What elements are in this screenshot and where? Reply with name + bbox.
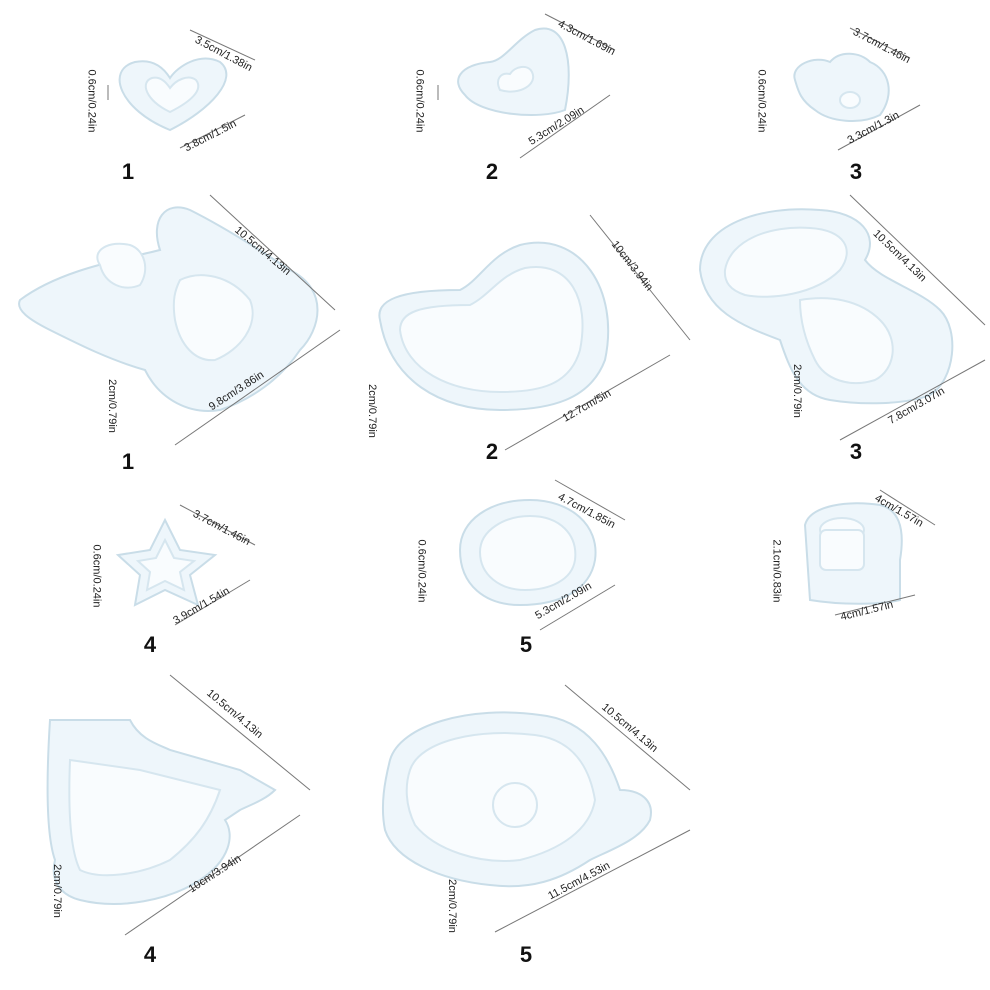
product-number-label: 3 (849, 439, 863, 464)
dimension-label: 0.6cm/0.24in (755, 69, 768, 133)
product-number-label: 2 (485, 439, 499, 464)
dimension-label: 2cm/0.79in (790, 364, 803, 418)
large-heart-mold-2 (378, 241, 610, 412)
product-number-label: 1 (121, 449, 135, 474)
dimension-label: 0.6cm/0.24in (413, 69, 426, 133)
product-number-label: 3 (849, 159, 863, 184)
dimension-label: 0.6cm/0.24in (85, 69, 98, 133)
dimension-label: 2cm/0.79in (50, 864, 63, 918)
product-number-label: 2 (485, 159, 499, 184)
product-number-label: 4 (143, 632, 157, 657)
small-bunny-mold-3 (793, 52, 890, 122)
candle-cup-mold (803, 502, 903, 605)
dimension-label: 2cm/0.79in (445, 879, 458, 933)
small-star-mold-4 (115, 517, 218, 607)
large-butterfly-mold-1 (18, 206, 319, 412)
dimension-label: 0.6cm/0.24in (90, 544, 103, 608)
dimension-label: 2cm/0.79in (365, 384, 378, 438)
product-number-label: 5 (519, 942, 533, 967)
large-shell-mold-5 (381, 711, 652, 888)
small-heart-mold-1 (118, 57, 228, 132)
dimension-label: 2.1cm/0.83in (770, 539, 783, 603)
small-shell-mold-5 (458, 498, 597, 607)
dimension-label: 0.6cm/0.24in (415, 539, 428, 603)
dimension-label: 2cm/0.79in (105, 379, 118, 433)
small-heart-mold-2 (457, 27, 570, 116)
product-number-label: 5 (519, 632, 533, 657)
large-mushroom-mold-3 (698, 208, 954, 405)
product-number-label: 1 (121, 159, 135, 184)
large-tree-mold-4 (46, 719, 277, 905)
product-number-label: 4 (143, 942, 157, 967)
